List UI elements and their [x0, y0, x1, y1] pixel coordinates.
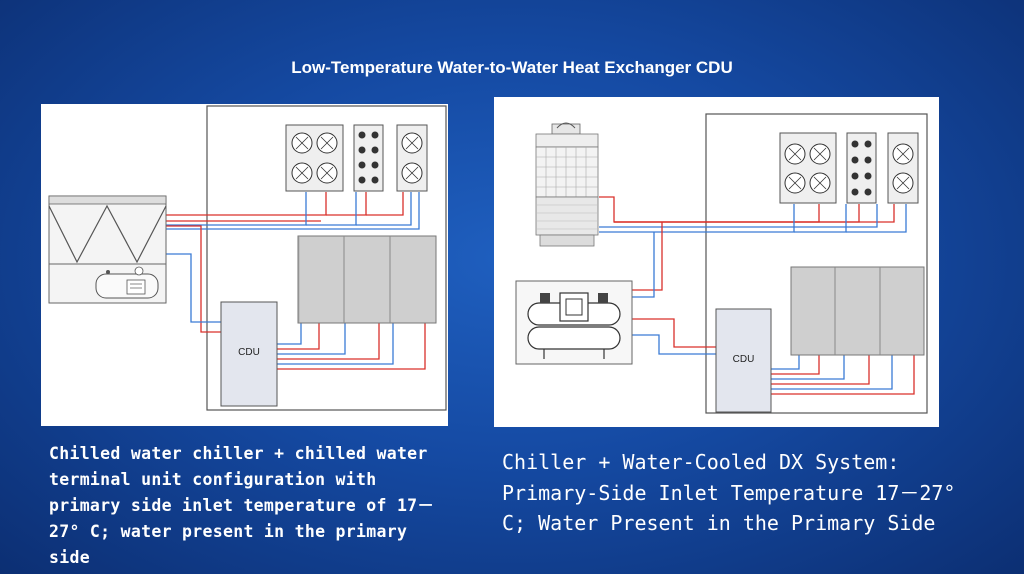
- cdu-to-rack-pipes: [771, 355, 915, 395]
- slide-title: Low-Temperature Water-to-Water Heat Exch…: [291, 58, 733, 77]
- right-diagram-canvas: CDU: [515, 113, 928, 414]
- cdu-unit: CDU: [220, 301, 278, 407]
- server-racks: [297, 235, 437, 324]
- tower-to-terminal-pipes: [599, 196, 907, 233]
- chiller-to-cdu-pipes: [166, 225, 221, 333]
- cooling-tower: [535, 122, 599, 247]
- terminal-unit-2fan: [396, 124, 428, 192]
- cdu-unit: CDU: [715, 308, 772, 413]
- terminal-unit-4fan: [779, 132, 837, 204]
- diagram-chilled-water-chiller: CDU: [41, 104, 448, 426]
- server-racks: [790, 266, 925, 356]
- tower-to-chiller-pipes: [632, 222, 663, 298]
- chiller-to-cdu-pipes: [632, 318, 716, 355]
- terminal-unit-8fan: [353, 124, 384, 192]
- terminal-unit-8fan: [846, 132, 877, 204]
- chiller-to-terminal-pipes: [166, 192, 420, 230]
- cdu-label: CDU: [238, 347, 260, 358]
- left-diagram-canvas: CDU: [48, 105, 447, 411]
- cdu-label: CDU: [733, 354, 755, 365]
- data-center-room: [206, 105, 447, 411]
- data-center-room: [705, 113, 928, 414]
- right-caption: Chiller + Water-Cooled DX System: Primar…: [502, 450, 956, 535]
- terminal-unit-4fan: [285, 124, 344, 192]
- water-cooled-chiller: [515, 280, 633, 365]
- diagram-water-cooled-dx: CDU: [494, 97, 939, 427]
- terminal-unit-2fan: [887, 132, 919, 204]
- left-caption: Chilled water chiller + chilled water te…: [49, 444, 435, 567]
- air-cooled-chiller: [48, 195, 167, 304]
